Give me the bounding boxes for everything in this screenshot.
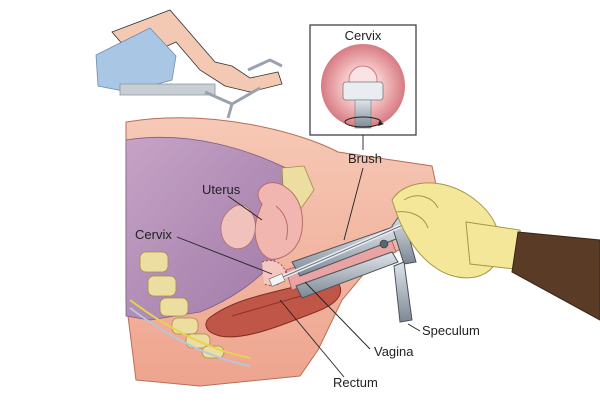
inset-title: Cervix (344, 28, 382, 43)
label-uterus: Uterus (202, 182, 241, 197)
forearm (511, 231, 600, 321)
label-rectum: Rectum (333, 375, 378, 390)
label-speculum: Speculum (422, 323, 480, 338)
brush-handle (354, 99, 372, 129)
body-cross-section (125, 117, 446, 387)
label-vagina: Vagina (374, 344, 414, 359)
cervix-inset (309, 24, 417, 136)
label-brush: Brush (348, 151, 382, 166)
brush-instrument (268, 220, 411, 287)
rotation-arrow (344, 116, 382, 128)
patient-figure (95, 9, 283, 119)
leader-lines (176, 135, 421, 378)
gloved-hand (391, 182, 600, 321)
sacrum-bones (139, 251, 225, 359)
uterus (254, 182, 303, 260)
brush-head (342, 81, 384, 101)
label-cervix: Cervix (135, 227, 172, 242)
